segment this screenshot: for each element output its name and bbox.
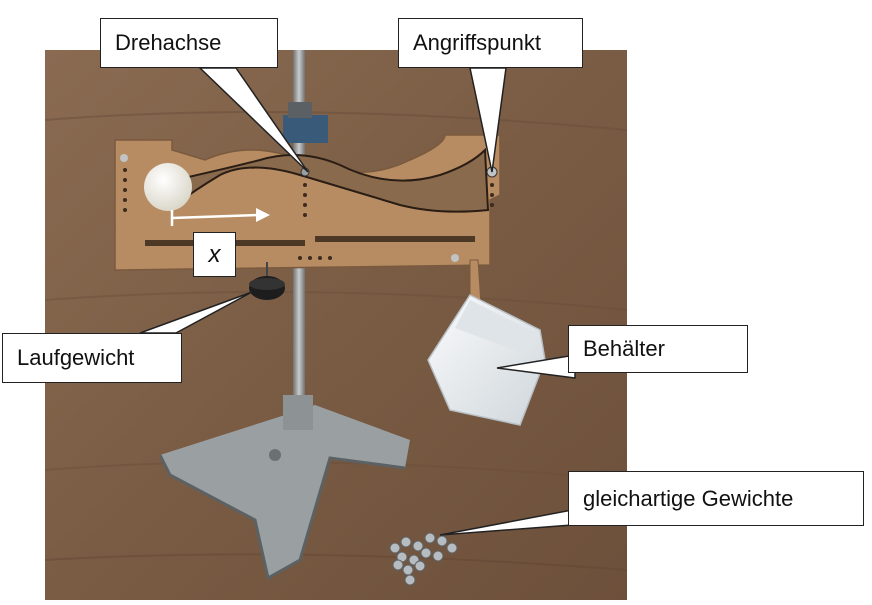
stand-base <box>158 395 410 581</box>
label-x: x <box>193 232 236 277</box>
sliding-weight <box>249 262 285 300</box>
callout-pointers <box>139 67 576 536</box>
label-drehachse: Drehachse <box>100 18 278 68</box>
right-arrow-icon <box>170 208 270 226</box>
wavy-track <box>174 147 490 213</box>
label-laufgewicht: Laufgewicht <box>2 333 182 383</box>
label-behaelter: Behälter <box>568 325 748 373</box>
rod-clamp <box>283 102 328 143</box>
equal-weights <box>389 532 458 586</box>
rolling-ball <box>144 163 192 211</box>
label-gleichartige-gewichte: gleichartige Gewichte <box>568 471 864 526</box>
label-angriffspunkt: Angriffspunkt <box>398 18 583 68</box>
container <box>427 259 546 426</box>
